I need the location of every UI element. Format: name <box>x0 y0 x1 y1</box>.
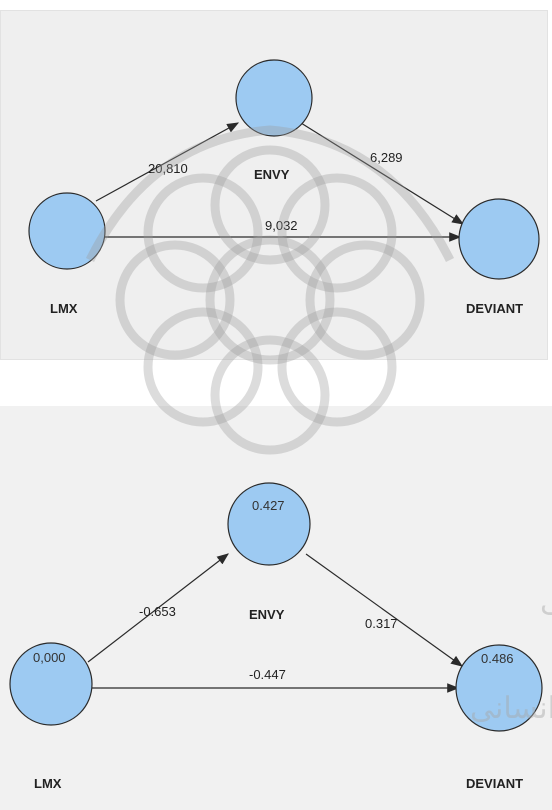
bottom-node-envy <box>227 482 311 566</box>
top-label-deviant: DEVIANT <box>466 301 523 316</box>
watermark-text-line1: پژوهشگاه علوم انسانی و مطالعات فرهنگی <box>540 584 552 619</box>
bottom-arrow-lmx-envy <box>87 553 229 663</box>
top-coef-lmx-envy: 20,810 <box>148 161 188 176</box>
bottom-node-lmx <box>9 642 93 726</box>
watermark-text-line2: پرتال جامع علوم انسانی <box>470 691 552 726</box>
path-estimates-panel: 0.427 0,000 0.486 -0.653 0.317 -0.447 EN… <box>0 406 552 810</box>
bottom-arrow-envy-deviant <box>305 553 463 667</box>
top-label-envy: ENVY <box>254 167 290 182</box>
bottom-label-lmx: LMX <box>34 776 62 791</box>
bottom-label-deviant: DEVIANT <box>466 776 523 791</box>
top-path-diagram: 20,810 6,289 9,032 ENVY LMX DEVIANT <box>28 59 540 316</box>
bottom-coef-envy-deviant: 0.317 <box>365 616 398 631</box>
bottom-r2-envy: 0.427 <box>252 498 285 513</box>
bottom-coef-lmx-deviant: -0.447 <box>249 667 286 682</box>
bottom-r2-lmx: 0,000 <box>33 650 66 665</box>
bottom-r2-deviant: 0.486 <box>481 651 514 666</box>
top-arrow-envy-deviant <box>300 122 465 225</box>
top-node-deviant <box>458 198 540 280</box>
bottom-label-envy: ENVY <box>249 607 285 622</box>
top-coef-lmx-deviant: 9,032 <box>265 218 298 233</box>
bottom-node-deviant <box>455 644 543 732</box>
bottom-path-diagram: 0.427 0,000 0.486 -0.653 0.317 -0.447 EN… <box>9 482 552 791</box>
top-node-envy <box>235 59 313 137</box>
top-node-lmx <box>28 192 106 270</box>
top-arrow-lmx-envy <box>95 122 240 202</box>
path-coefficients-panel: 20,810 6,289 9,032 ENVY LMX DEVIANT <box>0 10 548 360</box>
bottom-coef-lmx-envy: -0.653 <box>139 604 176 619</box>
top-label-lmx: LMX <box>50 301 78 316</box>
top-coef-envy-deviant: 6,289 <box>370 150 403 165</box>
